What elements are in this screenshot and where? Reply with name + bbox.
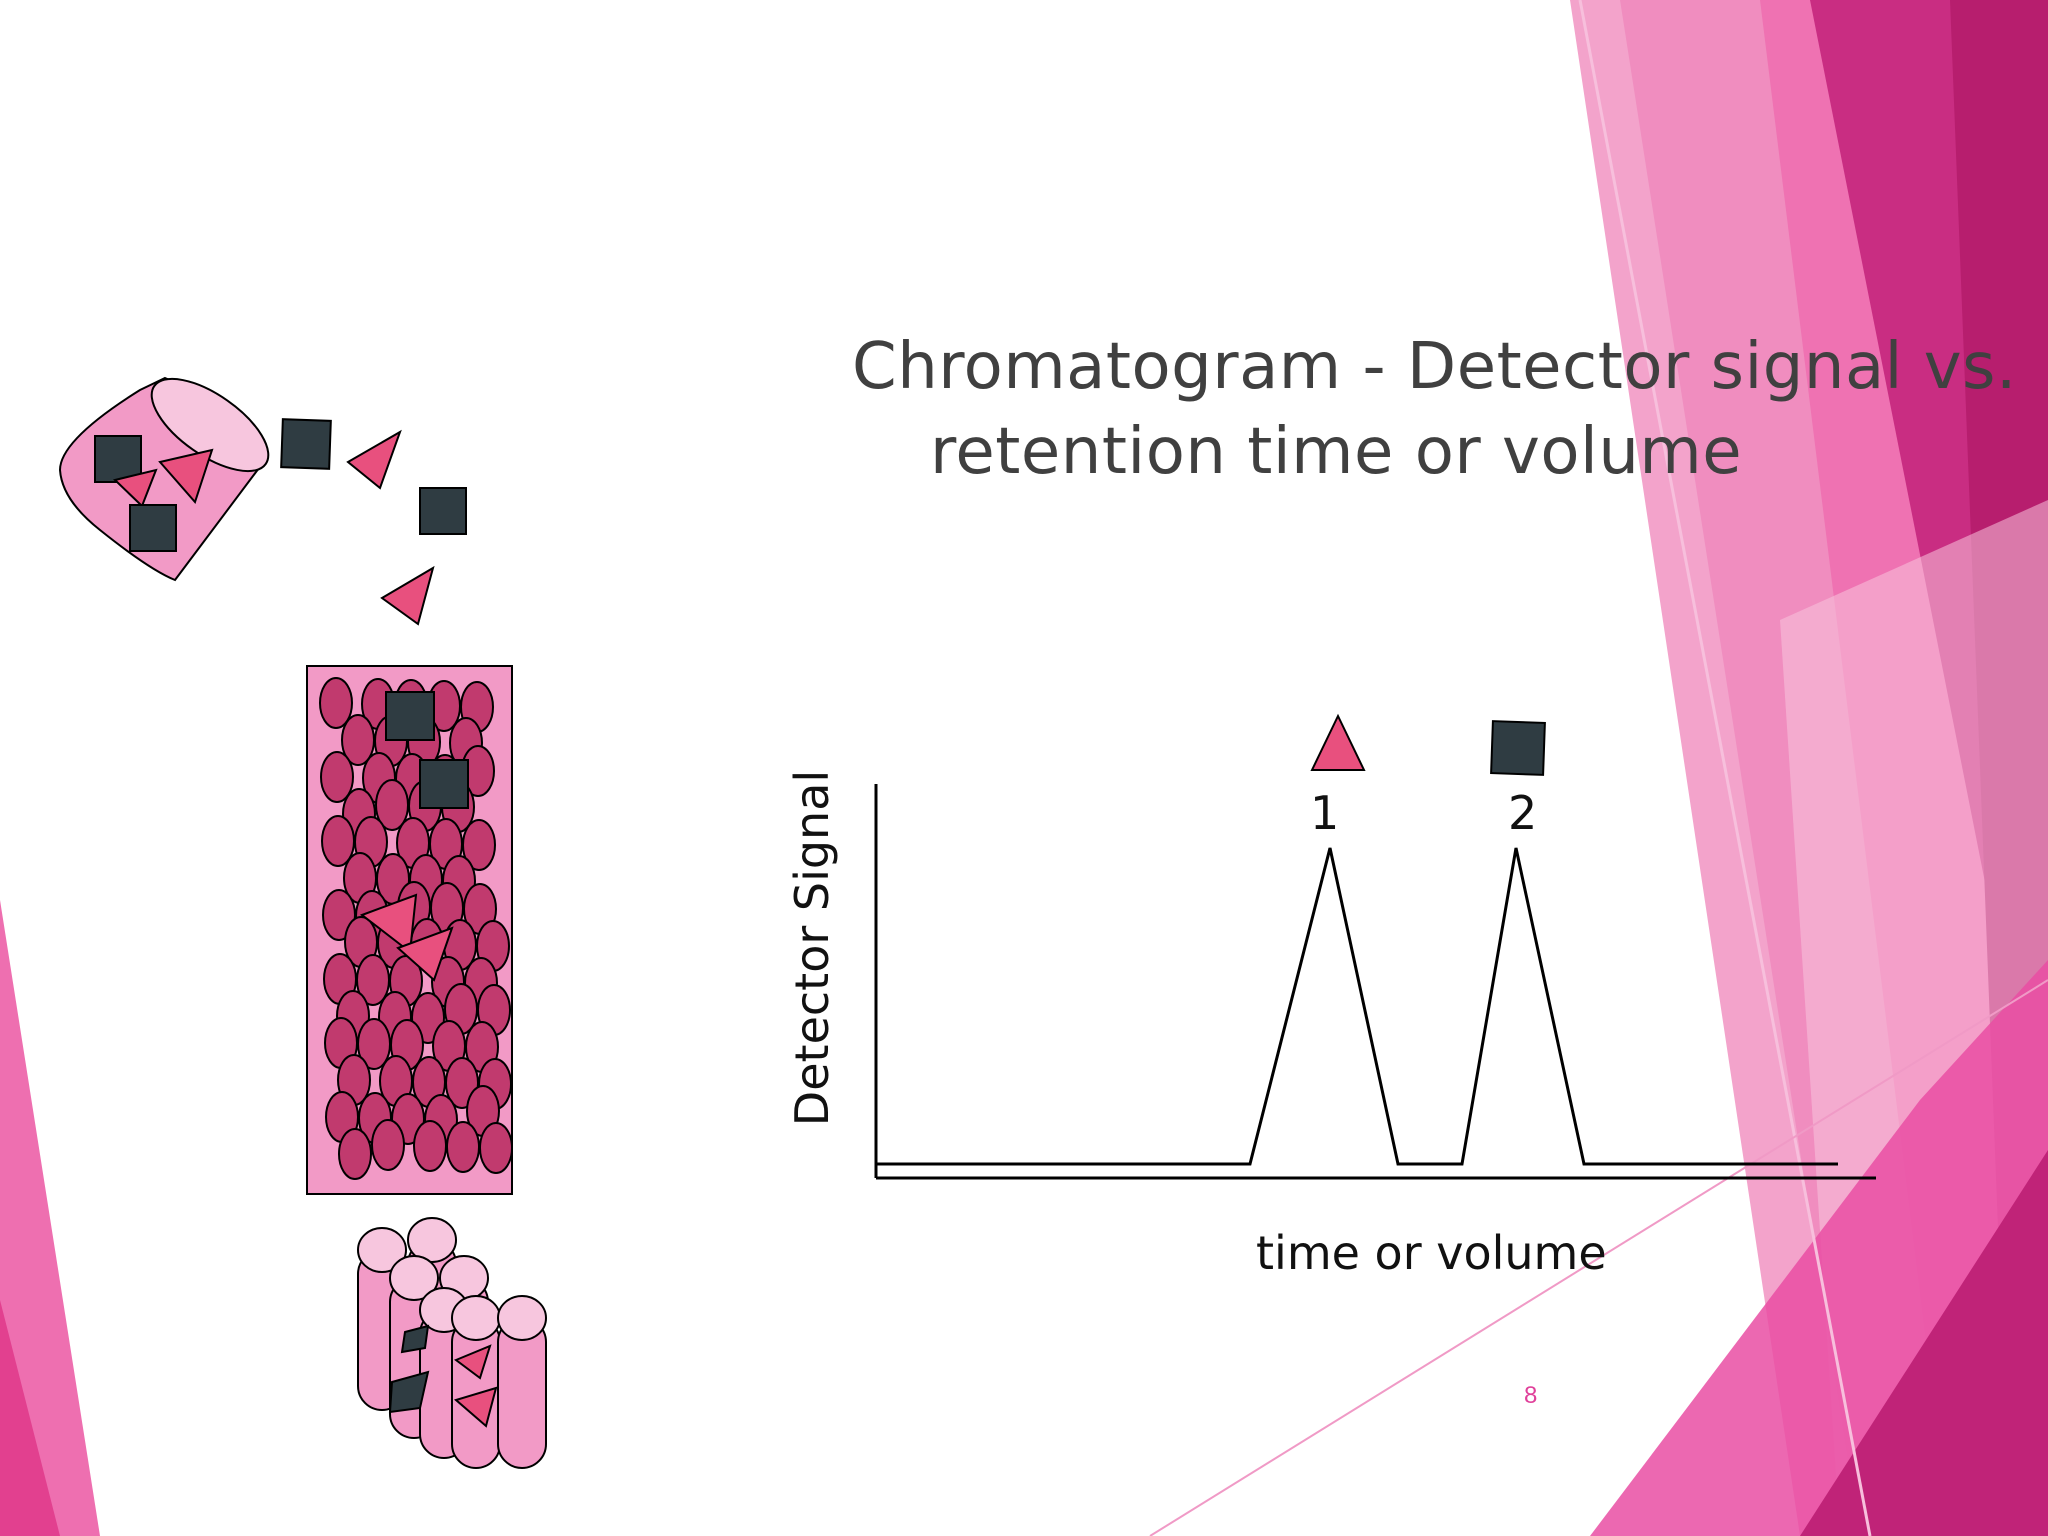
bead xyxy=(341,714,375,766)
bead xyxy=(321,815,355,867)
sample-mixture-cup xyxy=(58,376,270,582)
bead xyxy=(338,1128,372,1180)
left-decorative-band xyxy=(0,900,100,1536)
bead xyxy=(357,1018,391,1070)
y-axis-label: Detector Signal xyxy=(785,769,839,1127)
triangle-icon xyxy=(1310,713,1366,771)
bead xyxy=(356,954,390,1006)
peak-1-label: 1 xyxy=(1310,786,1340,840)
bead xyxy=(479,1122,513,1174)
bead xyxy=(320,751,354,803)
collection-tubes xyxy=(357,1217,547,1469)
packed-column xyxy=(306,665,513,1195)
page-number: 8 xyxy=(1524,1382,1538,1409)
bead xyxy=(371,1119,405,1171)
slide-title-line-1: Chromatogram - Detector signal vs. xyxy=(852,330,2017,404)
bead xyxy=(375,779,409,831)
bead xyxy=(413,1120,447,1172)
falling-particles xyxy=(280,418,467,626)
chromatogram-trace xyxy=(876,847,1838,1166)
right-decorative-band xyxy=(1149,0,2048,1536)
square-icon xyxy=(1490,720,1546,776)
bead xyxy=(319,677,353,729)
bead xyxy=(462,819,496,871)
chromatogram-axes xyxy=(874,784,1876,1180)
x-axis-label: time or volume xyxy=(1256,1226,1607,1280)
peak-2-label: 2 xyxy=(1508,786,1538,840)
bead xyxy=(446,1121,480,1173)
slide-title-line-2: retention time or volume xyxy=(930,415,1743,489)
